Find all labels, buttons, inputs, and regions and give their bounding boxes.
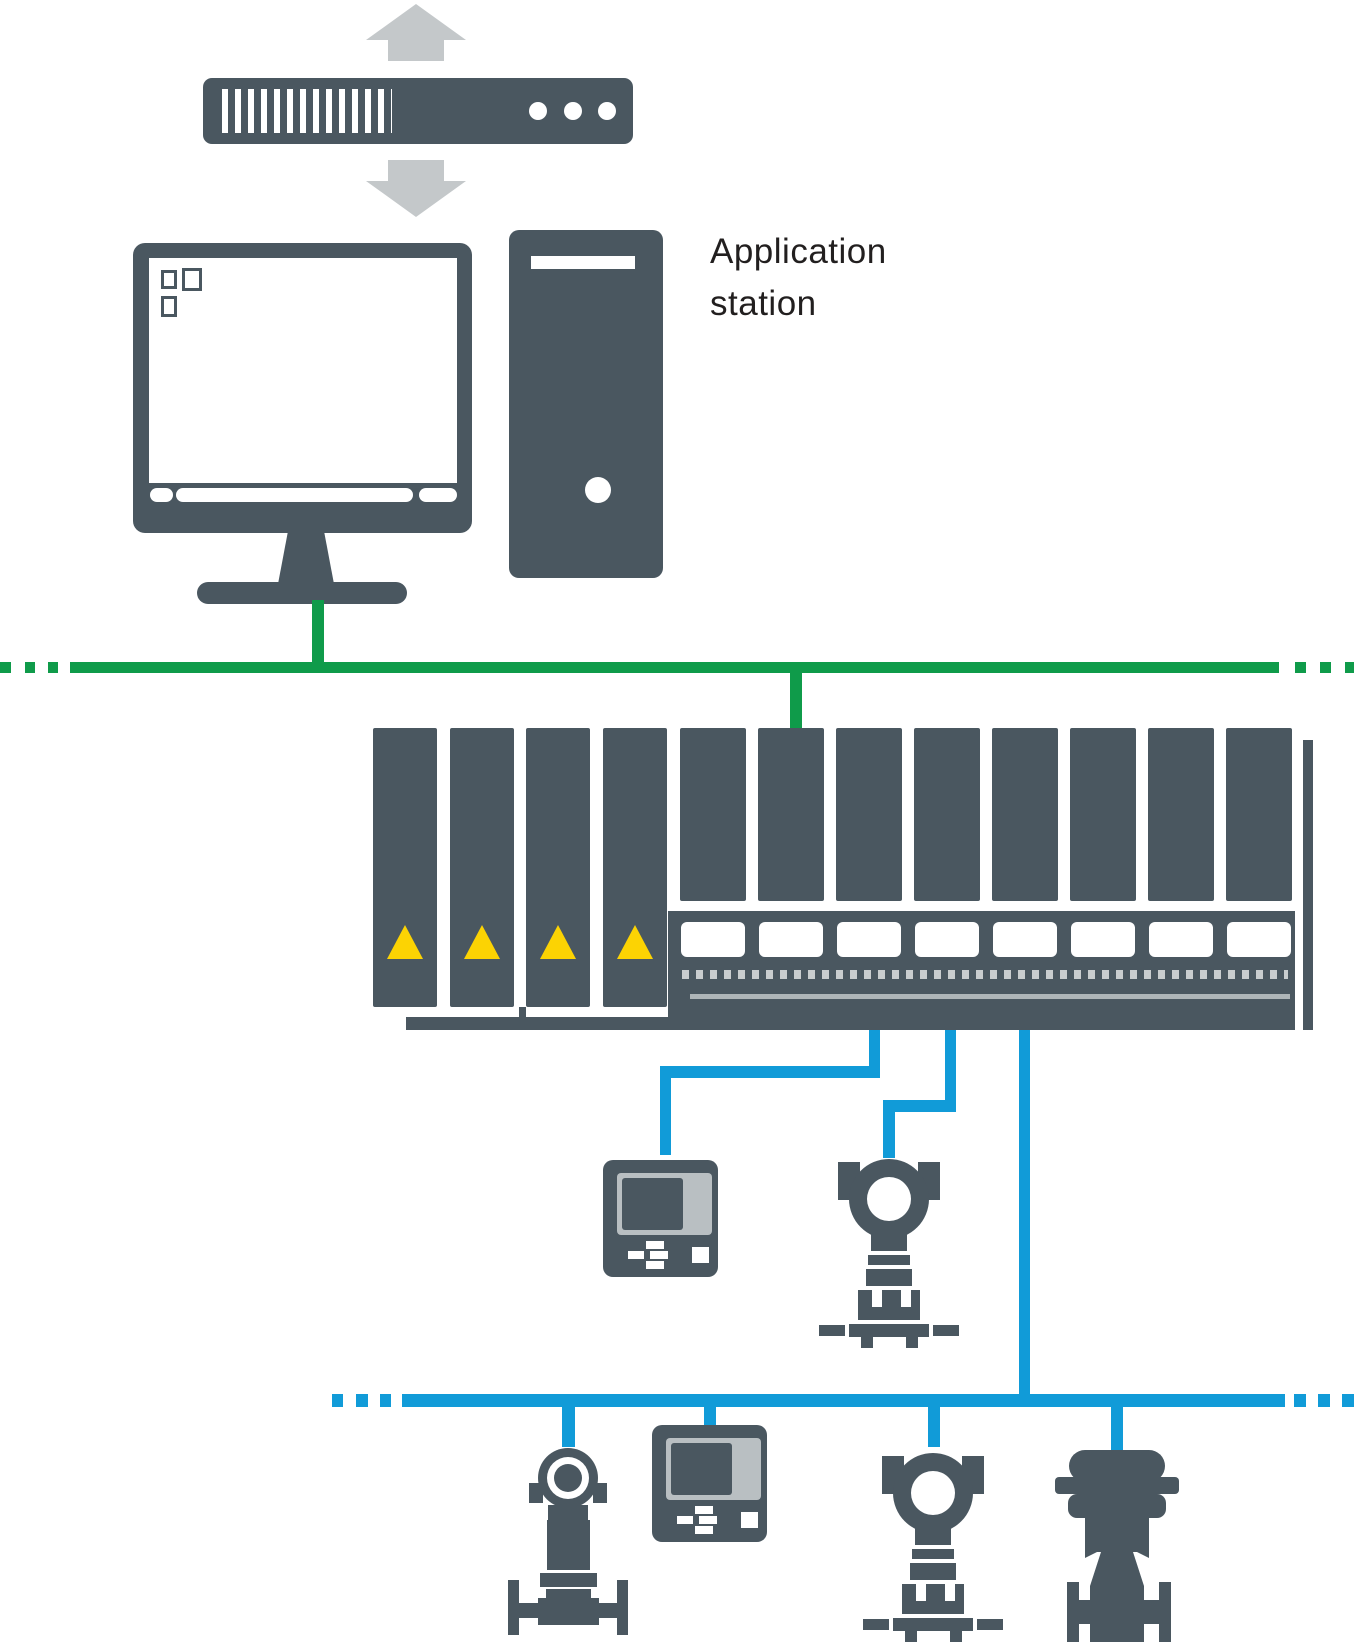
fieldbus-drop	[945, 1030, 956, 1112]
device-stem	[1111, 1407, 1123, 1450]
taskbar-segment	[150, 488, 173, 502]
warning-triangle-icon	[387, 925, 423, 959]
window-icon	[161, 270, 177, 289]
warning-triangle-icon	[617, 925, 653, 959]
computer-tower-icon	[509, 230, 663, 578]
fieldbus-dash	[1294, 1394, 1306, 1407]
device-stem	[562, 1407, 575, 1447]
fieldbus-dash	[356, 1394, 368, 1407]
controller-module	[992, 728, 1058, 901]
handheld-key	[695, 1506, 713, 1514]
up-arrow-icon	[366, 4, 466, 61]
io-module	[373, 728, 437, 1007]
terminal-slot	[993, 922, 1057, 957]
control-valve-icon	[1055, 1450, 1179, 1642]
server-dot	[598, 102, 616, 120]
warning-triangle-icon	[540, 925, 576, 959]
server-dot	[564, 102, 582, 120]
device-stem	[928, 1407, 940, 1447]
monitor-stand	[278, 531, 334, 584]
server-rack-icon	[203, 78, 633, 144]
pressure-transmitter-icon	[863, 1453, 1003, 1642]
down-arrow-icon	[366, 160, 466, 217]
terminal-slot	[837, 922, 901, 957]
terminal-slot	[681, 922, 745, 957]
flowmeter-icon	[508, 1448, 628, 1635]
terminal-dots	[682, 970, 1288, 979]
tower-power-button	[585, 477, 611, 503]
pressure-transmitter-icon	[819, 1159, 959, 1348]
terminal-slot	[1149, 922, 1213, 957]
handheld-screen	[622, 1178, 683, 1230]
application-station-label: Application station	[710, 226, 887, 330]
controller-module	[680, 728, 746, 901]
device-stem	[704, 1407, 716, 1429]
io-module	[526, 728, 590, 1007]
application-station-label-line2: station	[710, 284, 817, 323]
network-dash	[1295, 662, 1306, 673]
controller-module	[1148, 728, 1214, 901]
window-icon	[161, 296, 177, 317]
network-dash	[1320, 662, 1331, 673]
controller-module	[914, 728, 980, 901]
network-drop-controller	[790, 673, 802, 728]
controller-module	[1070, 728, 1136, 901]
fieldbus-branch	[660, 1066, 671, 1155]
handheld-screen	[671, 1443, 732, 1495]
handheld-communicator-icon	[603, 1160, 718, 1277]
io-module	[603, 728, 667, 1007]
network-dash	[48, 662, 58, 673]
fieldbus-dash	[332, 1394, 343, 1407]
window-icon	[182, 268, 202, 291]
taskbar-segment	[419, 488, 457, 502]
controller-module	[758, 728, 824, 901]
fieldbus-trunk-drop	[1019, 1030, 1030, 1395]
warning-triangle-icon	[464, 925, 500, 959]
handheld-key	[677, 1516, 693, 1524]
controller-module	[836, 728, 902, 901]
rack-end-rail	[1303, 740, 1313, 1030]
fieldbus-drop	[869, 1030, 880, 1078]
fieldbus-dash	[380, 1394, 391, 1407]
handheld-key	[695, 1526, 713, 1534]
io-module	[450, 728, 514, 1007]
network-dash	[1345, 662, 1354, 673]
application-station-label-line1: Application	[710, 232, 887, 271]
handheld-key	[699, 1516, 717, 1524]
rack-connector	[519, 1007, 526, 1017]
handheld-key	[650, 1251, 668, 1259]
terminal-slot	[1071, 922, 1135, 957]
handheld-key	[628, 1251, 644, 1259]
terminal-slot	[915, 922, 979, 957]
terminal-rail-line	[690, 994, 1290, 999]
handheld-key	[741, 1512, 758, 1528]
network-dash	[25, 662, 35, 673]
plant-network-line	[70, 662, 1279, 673]
handheld-key	[646, 1241, 664, 1249]
network-drop-workstation	[312, 600, 324, 662]
handheld-key	[692, 1247, 709, 1263]
fieldbus-dash	[1318, 1394, 1330, 1407]
tower-drive-slot	[531, 256, 635, 269]
fieldbus-branch	[883, 1100, 895, 1158]
controller-module	[1226, 728, 1292, 901]
network-dash	[0, 662, 11, 673]
terminal-slot	[759, 922, 823, 957]
server-vent-slats	[222, 89, 392, 133]
monitor-screen	[149, 258, 457, 483]
terminal-slot	[1227, 922, 1291, 957]
monitor-base	[197, 582, 407, 604]
server-dot	[529, 102, 547, 120]
rack-baseplate	[406, 1017, 680, 1030]
handheld-communicator-icon	[652, 1425, 767, 1542]
fieldbus-dash	[1342, 1394, 1354, 1407]
fieldbus-branch	[660, 1066, 880, 1078]
fieldbus-line	[402, 1394, 1285, 1407]
handheld-key	[646, 1261, 664, 1269]
taskbar-segment	[176, 488, 413, 502]
fieldbus-branch	[883, 1100, 956, 1112]
monitor-icon	[133, 243, 472, 604]
